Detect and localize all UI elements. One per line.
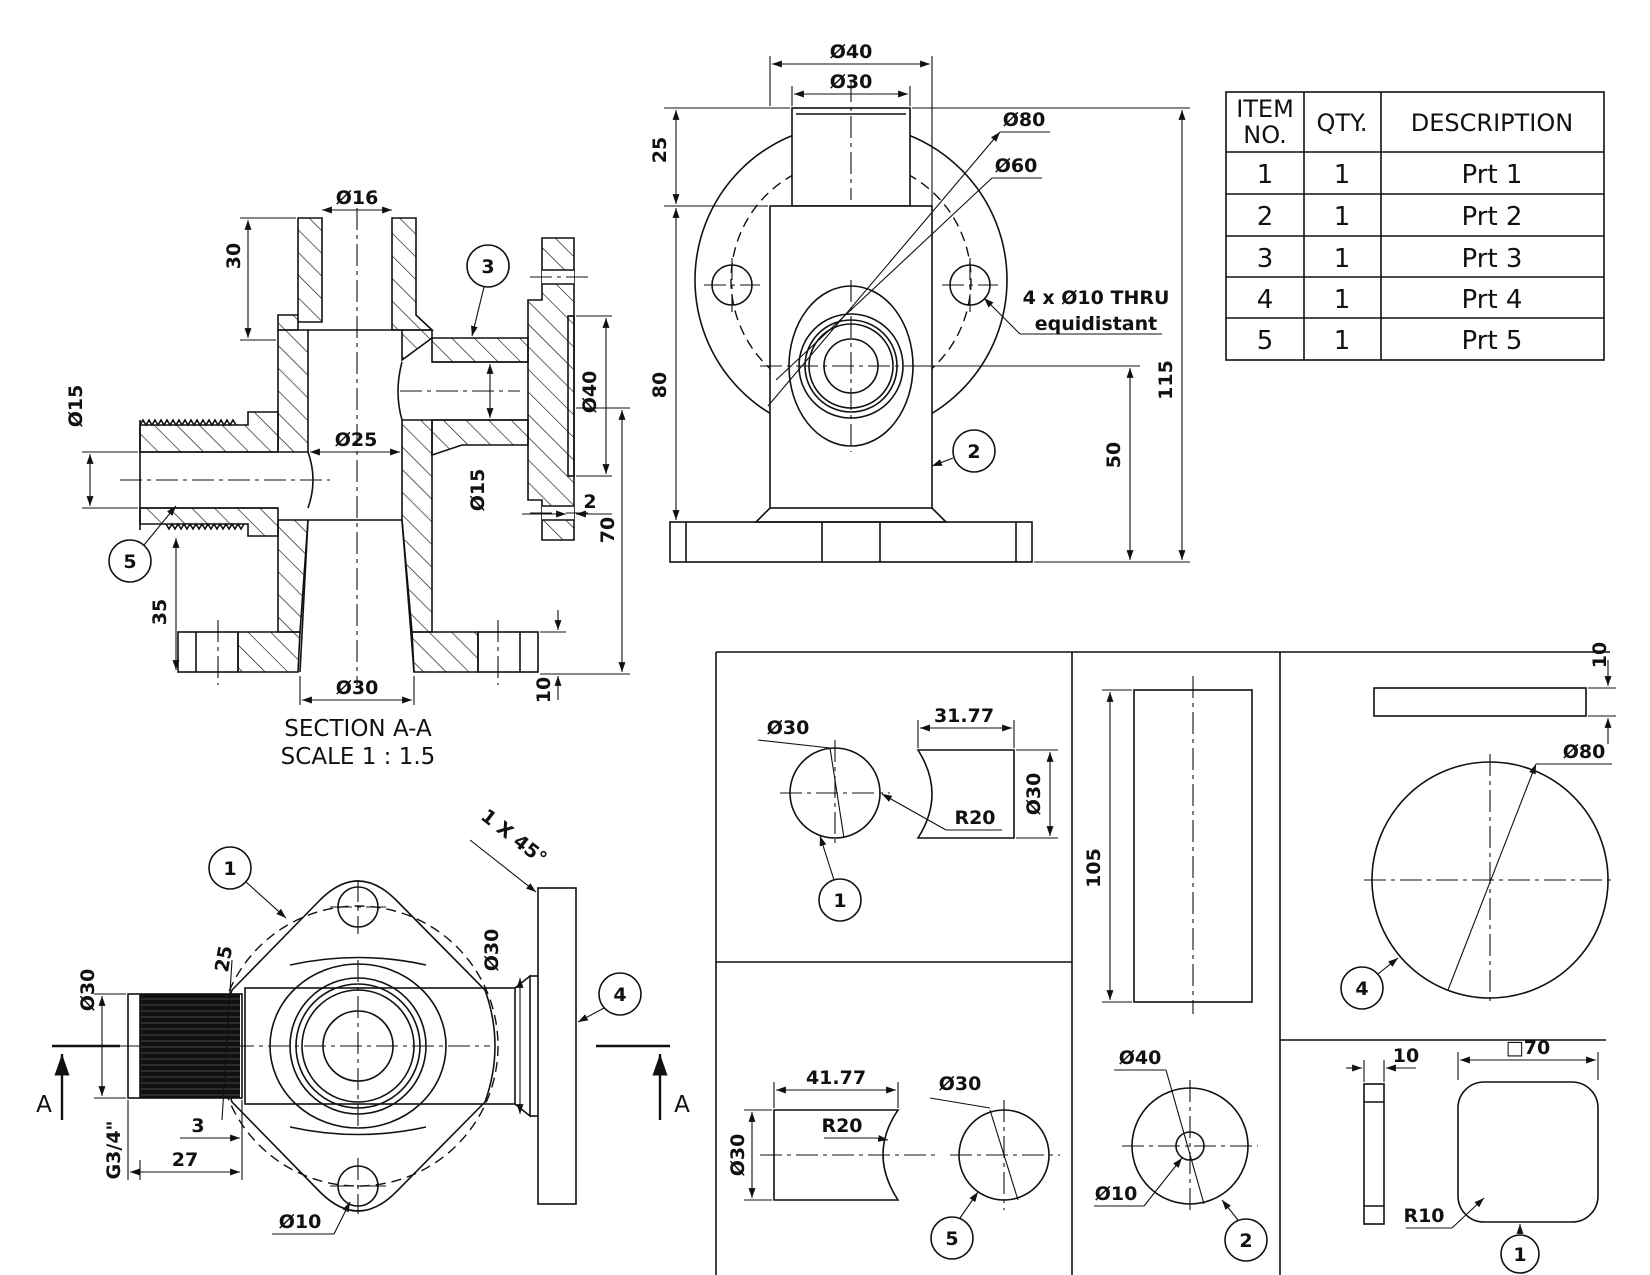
p5-balloon: 5 bbox=[945, 1228, 958, 1250]
balloon-5-section: 5 bbox=[123, 551, 136, 573]
bom-cell-desc: Prt 3 bbox=[1462, 244, 1523, 274]
balloon-2-front: 2 bbox=[967, 441, 980, 463]
p2-balloon: 2 bbox=[1239, 1230, 1252, 1252]
p2-dim-h105: 105 bbox=[1083, 848, 1105, 888]
p1b-dim-w10: 10 bbox=[1393, 1045, 1419, 1067]
detail-part-2: 105 Ø40 Ø10 2 bbox=[1083, 676, 1268, 1262]
holes-callout-line1: 4 x Ø10 THRU bbox=[1023, 287, 1170, 309]
detail-part-5: 41.77 R20 Ø30 Ø30 5 bbox=[727, 1067, 1060, 1260]
p5-dim-d30: Ø30 bbox=[939, 1073, 982, 1095]
bom-cell-qty: 1 bbox=[1334, 326, 1351, 356]
detail-part-1-base: 10 □70 R10 1 bbox=[1346, 1037, 1599, 1274]
section-title: SECTION A-A bbox=[284, 716, 432, 742]
dim-d15-left: Ø15 bbox=[65, 385, 87, 428]
bom-cell-qty: 1 bbox=[1334, 160, 1351, 190]
dim-h25-front: 25 bbox=[649, 137, 671, 163]
p1-balloon: 1 bbox=[833, 890, 846, 912]
dim-h10-section: 10 bbox=[533, 677, 555, 703]
dim-h30: 30 bbox=[223, 243, 245, 269]
top-view: 1 X 45° Ø30 25 Ø30 G3/4" 3 27 Ø10 1 4 A … bbox=[36, 805, 690, 1235]
dim-d25: Ø25 bbox=[335, 429, 378, 451]
dim-h50-front: 50 bbox=[1103, 442, 1125, 468]
p1b-dim-r10: R10 bbox=[1403, 1205, 1444, 1227]
dim-g34: G3/4" bbox=[103, 1121, 125, 1180]
bom-cell-qty: 1 bbox=[1334, 202, 1351, 232]
bom-cell-item: 1 bbox=[1257, 160, 1274, 190]
section-scale: SCALE 1 : 1.5 bbox=[281, 744, 436, 770]
bom-header-item-no: NO. bbox=[1243, 121, 1287, 149]
section-mark-left: A bbox=[36, 1092, 52, 1118]
dim-chamfer: 1 X 45° bbox=[477, 805, 551, 870]
bom-cell-qty: 1 bbox=[1334, 244, 1351, 274]
dim-d10-top: Ø10 bbox=[279, 1211, 322, 1233]
bom-header-qty: QTY. bbox=[1317, 109, 1368, 137]
balloon-3: 3 bbox=[481, 256, 494, 278]
dim-d40-front: Ø40 bbox=[830, 41, 873, 63]
dim-w2: 2 bbox=[583, 491, 596, 513]
dim-d16: Ø16 bbox=[336, 187, 379, 209]
p5-dim-length: 41.77 bbox=[806, 1067, 866, 1089]
bom-header-description: DESCRIPTION bbox=[1411, 109, 1573, 137]
bom-cell-desc: Prt 2 bbox=[1462, 202, 1523, 232]
dim-d30-top-right: Ø30 bbox=[481, 929, 503, 972]
p1-dim-r20: R20 bbox=[954, 807, 995, 829]
dim-w27: 27 bbox=[172, 1149, 198, 1171]
p4-dim-d80: Ø80 bbox=[1563, 741, 1606, 763]
dim-d15-mid: Ø15 bbox=[467, 469, 489, 512]
bom-cell-desc: Prt 4 bbox=[1462, 285, 1523, 315]
p1-dim-d30-side: Ø30 bbox=[1023, 773, 1045, 816]
p5-dim-r20: R20 bbox=[821, 1115, 862, 1137]
bom-cell-item: 3 bbox=[1257, 244, 1274, 274]
bom-cell-item: 2 bbox=[1257, 202, 1274, 232]
p1-dim-length: 31.77 bbox=[934, 705, 994, 727]
dim-d80-front: Ø80 bbox=[1003, 109, 1046, 131]
front-view: Ø40 Ø30 Ø80 Ø60 25 80 50 115 4 x Ø10 THR… bbox=[649, 41, 1190, 563]
dim-d30-top-left: Ø30 bbox=[77, 969, 99, 1012]
section-view-a-a: Ø16 30 Ø15 Ø25 Ø40 Ø15 2 70 35 Ø30 10 bbox=[65, 187, 630, 770]
p1b-dim-sq70: □70 bbox=[1506, 1037, 1550, 1059]
holes-callout-line2: equidistant bbox=[1035, 313, 1157, 335]
balloon-1-top: 1 bbox=[223, 858, 236, 880]
p2-dim-d10: Ø10 bbox=[1095, 1183, 1138, 1205]
bom-cell-desc: Prt 5 bbox=[1462, 326, 1523, 356]
dim-h35: 35 bbox=[149, 599, 171, 625]
dim-w3: 3 bbox=[191, 1115, 204, 1137]
dim-d60-front: Ø60 bbox=[995, 155, 1038, 177]
dim-d40-section: Ø40 bbox=[579, 371, 601, 414]
p4-dim-h10: 10 bbox=[1589, 642, 1611, 668]
detail-part-4: 10 Ø80 4 bbox=[1340, 642, 1616, 1010]
balloon-4-top: 4 bbox=[613, 984, 626, 1006]
detail-part-1: Ø30 31.77 R20 Ø30 1 bbox=[757, 705, 1058, 922]
bom-header-item: ITEM bbox=[1236, 95, 1294, 123]
dim-h115-front: 115 bbox=[1155, 360, 1177, 400]
dim-h80-front: 80 bbox=[649, 372, 671, 398]
p1-dim-d30: Ø30 bbox=[767, 717, 810, 739]
bom-cell-qty: 1 bbox=[1334, 285, 1351, 315]
dim-d30-front: Ø30 bbox=[830, 71, 873, 93]
dim-d30-section: Ø30 bbox=[336, 677, 379, 699]
bom-cell-item: 4 bbox=[1257, 285, 1274, 315]
dim-h70: 70 bbox=[597, 517, 619, 543]
section-mark-right: A bbox=[674, 1092, 690, 1118]
p2-dim-d40: Ø40 bbox=[1119, 1047, 1162, 1069]
part-detail-grid bbox=[715, 651, 1610, 1275]
p5-dim-d30-side: Ø30 bbox=[727, 1134, 749, 1177]
p4-balloon: 4 bbox=[1355, 978, 1368, 1000]
p1b-balloon: 1 bbox=[1513, 1244, 1526, 1266]
dim-h25-top: 25 bbox=[211, 944, 237, 974]
bom-cell-desc: Prt 1 bbox=[1462, 160, 1523, 190]
bom-cell-item: 5 bbox=[1257, 326, 1274, 356]
